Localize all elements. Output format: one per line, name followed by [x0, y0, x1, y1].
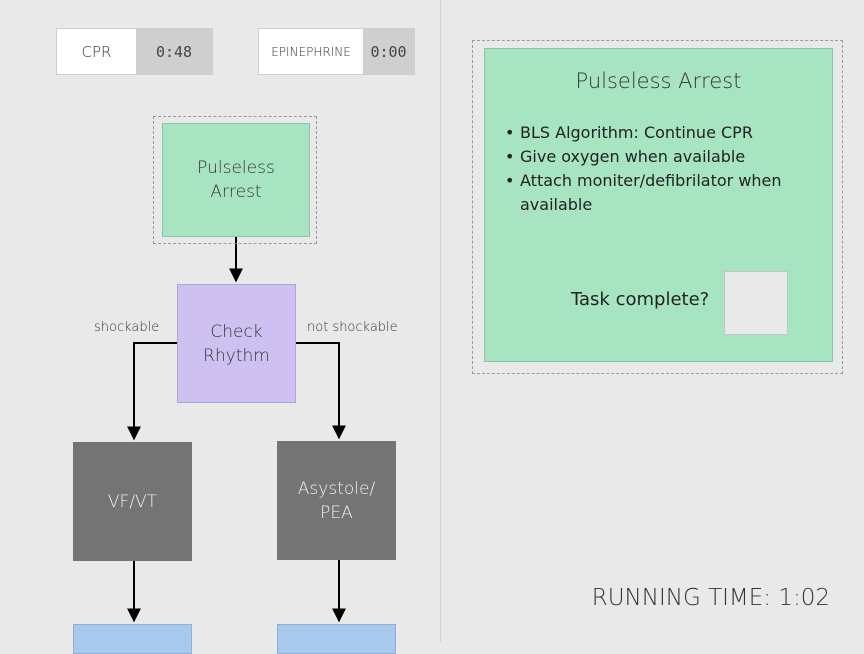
task-item: BLS Algorithm: Continue CPR — [505, 121, 805, 145]
cpr-timer[interactable]: CPR 0:48 — [56, 28, 213, 75]
edge-check-to-asystole — [296, 342, 346, 440]
task-item: Attach moniter/defibrilator when availab… — [505, 169, 805, 217]
node-asystole-pea[interactable]: Asystole/ PEA — [277, 441, 396, 560]
node-asystole-pea-line1: Asystole/ — [297, 478, 376, 499]
task-complete-checkbox[interactable] — [724, 271, 788, 335]
node-check-rhythm-line1: Check — [210, 321, 263, 342]
cpr-timer-value: 0:48 — [136, 29, 212, 74]
detail-panel: Pulseless Arrest BLS Algorithm: Continue… — [484, 48, 833, 362]
epinephrine-timer[interactable]: EPINEPHRINE 0:00 — [258, 28, 415, 75]
edge-check-to-vf — [127, 342, 177, 441]
task-complete-label: Task complete? — [571, 289, 710, 310]
detail-panel-task-list: BLS Algorithm: Continue CPR Give oxygen … — [505, 121, 805, 217]
node-pulseless-arrest-line1: Pulseless — [197, 158, 275, 178]
node-pulseless-arrest[interactable]: Pulseless Arrest — [162, 123, 310, 237]
node-check-rhythm[interactable]: Check Rhythm — [177, 284, 296, 403]
detail-panel-outline — [472, 40, 843, 374]
node-asystole-pea-line2: PEA — [320, 502, 353, 523]
node-vf-vt[interactable]: VF/VT — [73, 442, 192, 561]
node-check-rhythm-line2: Rhythm — [203, 345, 270, 366]
detail-panel-title: Pulseless Arrest — [575, 69, 742, 93]
epinephrine-timer-label: EPINEPHRINE — [271, 44, 351, 59]
node-asystole-next[interactable] — [277, 624, 396, 654]
branch-label-not-shockable: not shockable — [307, 320, 398, 335]
node-pulseless-arrest-line2: Arrest — [210, 182, 262, 202]
pane-divider — [440, 0, 441, 642]
branch-label-shockable: shockable — [94, 320, 160, 335]
cpr-timer-label: CPR — [81, 42, 112, 61]
running-time: RUNNING TIME: 1:02 — [591, 585, 830, 611]
node-vf-next[interactable] — [73, 624, 192, 654]
epinephrine-timer-value: 0:00 — [363, 29, 414, 74]
flowchart-connectors — [127, 237, 346, 623]
active-node-outline — [153, 116, 317, 244]
task-item: Give oxygen when available — [505, 145, 805, 169]
